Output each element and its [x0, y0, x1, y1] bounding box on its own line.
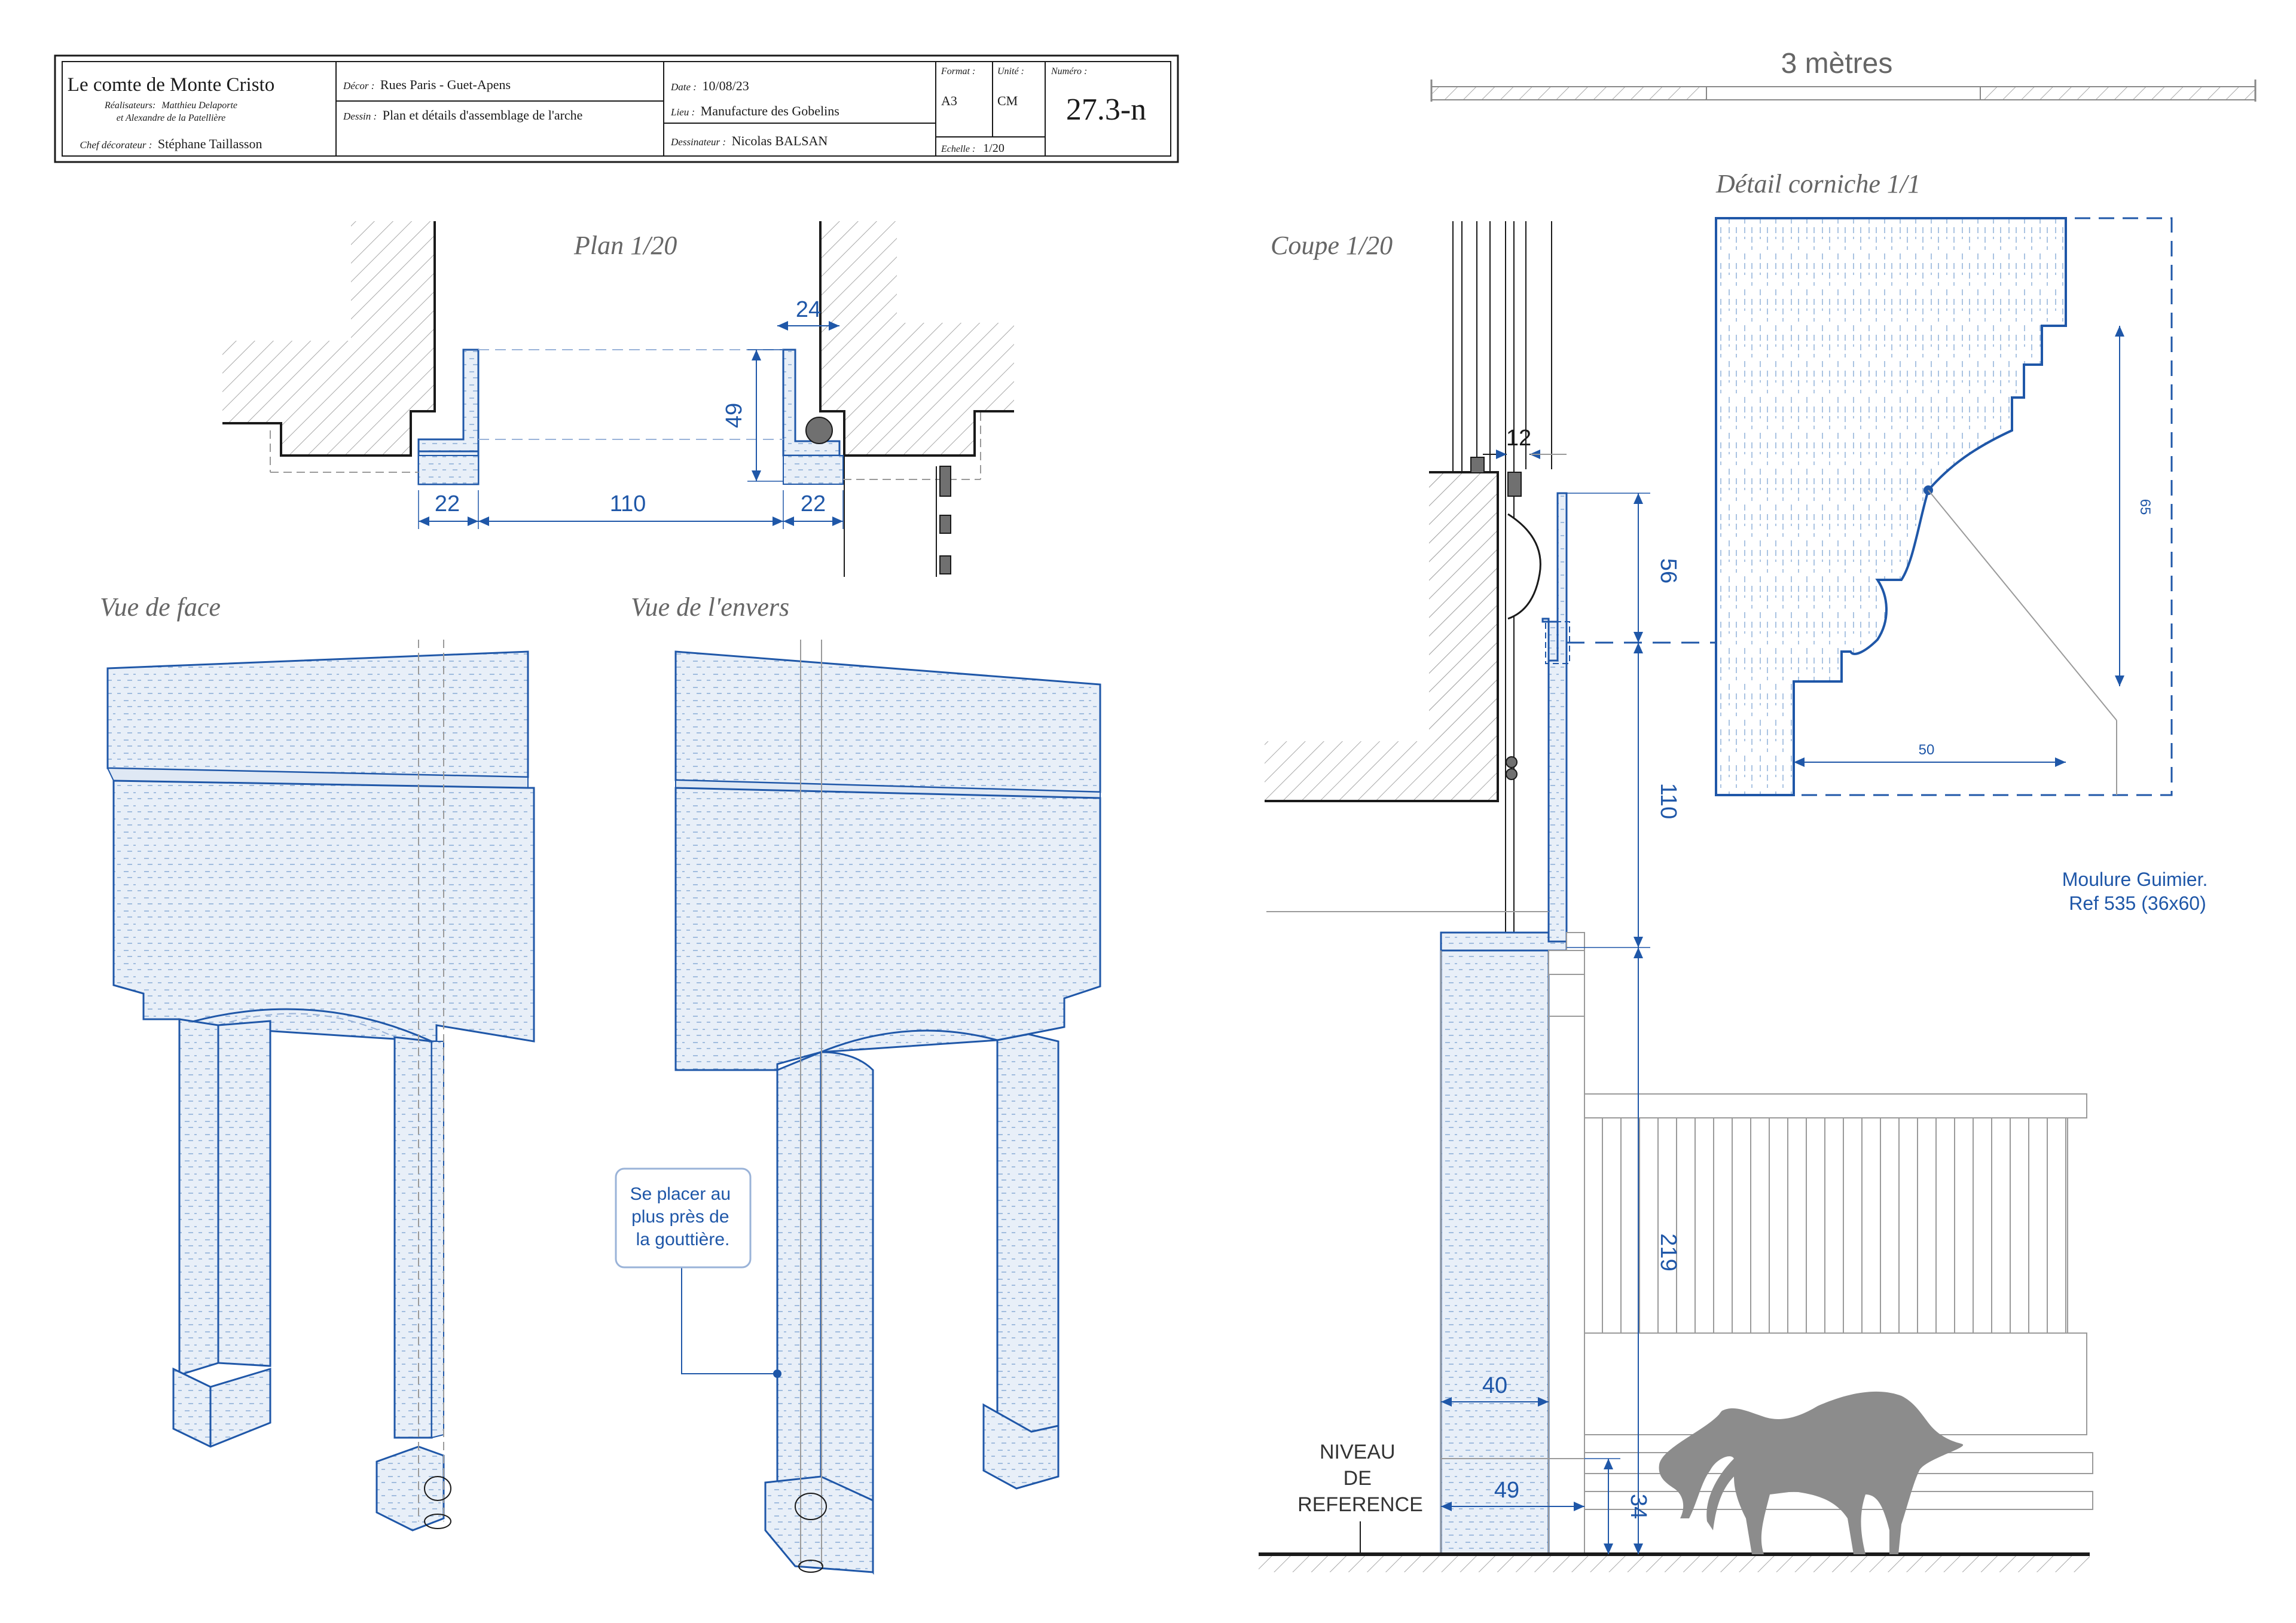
svg-text:Dessin : Plan et détails: Dessin : Plan et détails d'assemblage de… [343, 108, 582, 123]
section-dim-110: 110 [1656, 783, 1681, 820]
plan-title: Plan 1/20 [573, 231, 677, 260]
project-title: Le comte de Monte Cristo [68, 74, 274, 96]
back-right-leg [996, 1033, 1060, 1436]
svg-text:Lieu : Manufacture des G: Lieu : Manufacture des Gobelins [670, 103, 839, 118]
face-title: Vue de face [100, 592, 221, 622]
svg-text:Se placer au plus près d: Se placer au plus près de la gouttière. [630, 1184, 736, 1249]
section-cladding [1541, 492, 1568, 952]
svg-text:Echelle : 1/20: Echelle : 1/20 [941, 142, 1004, 155]
plan-wall-left [222, 221, 435, 456]
plan-dim-110: 110 [610, 491, 646, 516]
chef-value: Stéphane Taillasson [158, 136, 262, 151]
section-dim-56: 56 [1656, 558, 1681, 583]
back-left-leg [776, 1050, 822, 1508]
envers-title: Vue de l'envers [631, 592, 789, 622]
dessinateur-value: Nicolas BALSAN [732, 133, 828, 148]
plan-downpipe-icon [805, 417, 833, 444]
plan-wall-right [820, 221, 1014, 456]
back-cornice [674, 650, 1101, 793]
numero-label: Numéro : [1051, 66, 1087, 77]
section-dim-40: 40 [1482, 1373, 1507, 1398]
section-fence [1584, 1093, 2093, 1510]
niveau-line2: DE [1344, 1467, 1372, 1490]
scale-bar: 3 mètres [1430, 48, 2257, 102]
back-body [674, 787, 1101, 1071]
section-dim-219: 219 [1656, 1233, 1681, 1271]
gouttiere-line3: la gouttière. [636, 1230, 730, 1249]
format-value: A3 [941, 93, 957, 108]
date-value: 10/08/23 [702, 78, 749, 93]
front-view [106, 640, 535, 1532]
front-left-base [172, 1367, 271, 1448]
cornice-detail: 65 50 Moulure Guimier. Ref 535 (36x60) [1715, 217, 2213, 914]
plan-view: 24 49 22 110 22 [222, 221, 1014, 577]
cornice-profile [1715, 217, 2067, 796]
svg-text:NIVEAU DE REFERENC: NIVEAU DE REFERENCE [1297, 1441, 1423, 1516]
coupe-title: Coupe 1/20 [1271, 231, 1393, 260]
niveau-line1: NIVEAU [1320, 1441, 1396, 1463]
section-pillar [1440, 949, 1550, 1555]
plan-dim-24: 24 [796, 297, 821, 322]
dessinateur-label: Dessinateur : [670, 136, 726, 148]
svg-text:Moulure Guimier. Ref 535: Moulure Guimier. Ref 535 (36x60) [2062, 869, 2213, 914]
decor-label: Décor : [343, 80, 374, 91]
dog-silhouette [1706, 1391, 1964, 1554]
lieu-label: Lieu : [670, 106, 695, 118]
scale-bar-label: 3 mètres [1781, 48, 1893, 80]
detail-title: Détail corniche 1/1 [1715, 169, 1921, 198]
front-right-base [375, 1445, 445, 1532]
back-right-base [982, 1403, 1060, 1490]
svg-text:Dessinateur : Nicolas BA: Dessinateur : Nicolas BALSAN [670, 133, 828, 148]
chef-label: Chef décorateur : [80, 139, 152, 151]
plan-dim-49: 49 [722, 403, 747, 428]
dessin-label: Dessin : [343, 111, 377, 122]
echelle-value: 1/20 [983, 142, 1004, 155]
date-label: Date : [670, 81, 697, 93]
front-left-leg [178, 1018, 219, 1377]
decor-value: Rues Paris - Guet-Apens [380, 77, 511, 92]
realisateurs-line1: Matthieu Delaporte [161, 100, 237, 111]
lieu-value: Manufacture des Gobelins [701, 103, 839, 118]
detail-dim-50: 50 [1919, 742, 1935, 758]
section-dim-49: 49 [1494, 1478, 1519, 1503]
moulure-line2: Ref 535 (36x60) [2069, 893, 2206, 914]
svg-text:Date : 10/08/23: Date : 10/08/23 [670, 78, 749, 93]
svg-text:Décor : Rues Paris - Gue: Décor : Rues Paris - Guet-Apens [343, 77, 511, 92]
moulure-line1: Moulure Guimier. [2062, 869, 2208, 890]
realisateurs-label: Réalisateurs: [104, 100, 155, 111]
section-dim-12: 12 [1506, 426, 1531, 451]
gouttiere-line2: plus près de [631, 1207, 729, 1227]
niveau-line3: REFERENCE [1297, 1493, 1423, 1516]
plan-dim-22-right: 22 [801, 491, 826, 516]
front-right-leg [393, 1036, 433, 1439]
front-cornice [106, 650, 529, 778]
gouttiere-note: Se placer au plus près de la gouttière. [615, 1167, 752, 1269]
gouttiere-line1: Se placer au [630, 1184, 731, 1204]
plan-dim-22-left: 22 [435, 491, 460, 516]
front-body [112, 780, 535, 1043]
detail-dim-65: 65 [2137, 499, 2153, 515]
dessin-value: Plan et détails d'assemblage de l'arche [383, 108, 583, 123]
realisateurs-line2: et Alexandre de la Patellière [117, 113, 225, 123]
section-view: 12 56 110 219 40 49 34 NIVEAU DE REFEREN… [1259, 221, 2093, 1572]
format-label: Format : [941, 66, 975, 77]
svg-text:Réalisateurs: Matthieu D: Réalisateurs: Matthieu Delaporte [104, 100, 237, 111]
title-block: Le comte de Monte Cristo Réalisateurs: M… [54, 54, 1179, 163]
section-corbel [1507, 513, 1541, 620]
numero-value: 27.3-n [1066, 93, 1146, 127]
back-view [674, 640, 1101, 1575]
section-dim-34: 34 [1626, 1494, 1651, 1519]
unite-label: Unité : [997, 66, 1024, 77]
echelle-label: Echelle : [941, 144, 975, 154]
svg-text:Chef décorateur : Stépha: Chef décorateur : Stéphane Taillasson [80, 136, 262, 151]
unite-value: CM [997, 93, 1018, 108]
